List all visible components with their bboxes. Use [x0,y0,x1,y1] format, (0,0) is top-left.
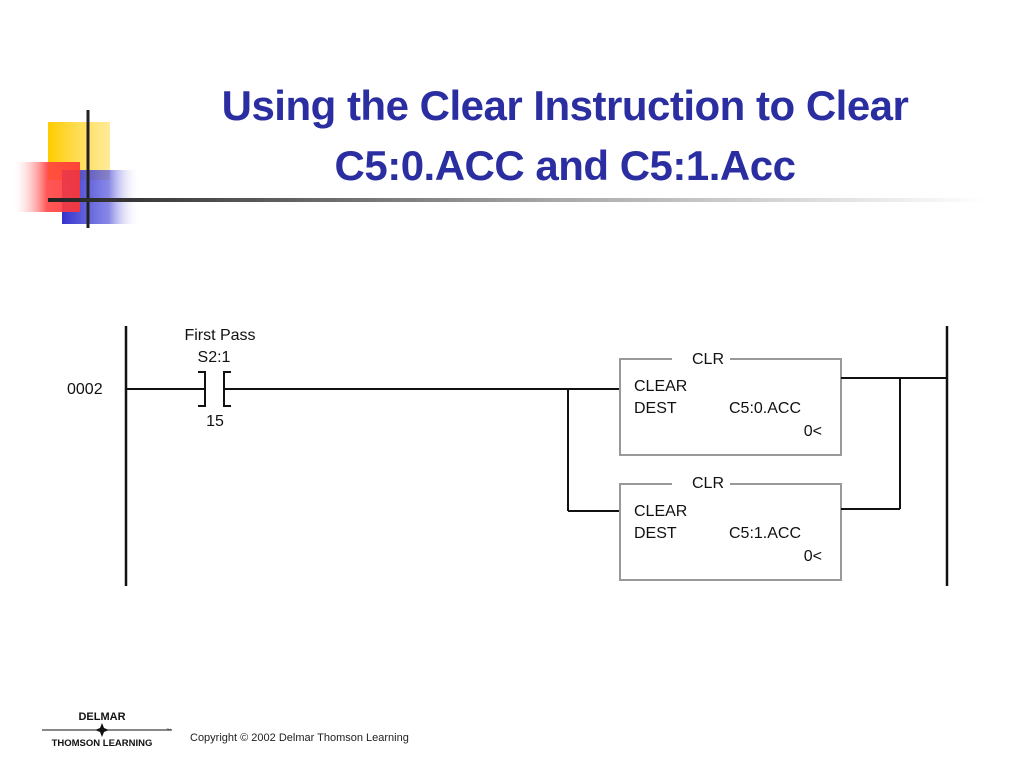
deco-red-square [14,162,80,212]
copyright-text: Copyright © 2002 Delmar Thomson Learning [190,732,409,744]
instruction-name: CLEAR [634,378,687,395]
clr-instruction-1: CLR CLEAR DEST C5:0.ACC 0< [619,348,842,456]
delmar-thomson-logo: DELMAR THOMSON LEARNING ™ [42,711,172,749]
contact-label: First Pass [184,327,255,344]
dest-value: 0< [804,548,822,565]
dest-label: DEST [634,525,677,542]
logo-top-text: DELMAR [78,711,125,723]
contact-bit: 15 [206,413,224,430]
contact-address: S2:1 [198,349,231,366]
logo-bottom-text: THOMSON LEARNING [52,738,153,749]
dest-value: 0< [804,423,822,440]
title-line-1: Using the Clear Instruction to Clear [221,82,909,129]
corner-decoration [14,110,140,228]
slide-title: Using the Clear Instruction to Clear C5:… [150,76,980,196]
logo-tm: ™ [166,728,171,734]
instruction-type: CLR [692,475,724,492]
star-icon [95,723,109,737]
instruction-name: CLEAR [634,503,687,520]
dest-address: C5:0.ACC [729,400,801,417]
rung-number: 0002 [67,381,103,398]
dest-label: DEST [634,400,677,417]
clr-instruction-2: CLR CLEAR DEST C5:1.ACC 0< [619,472,842,581]
dest-address: C5:1.ACC [729,525,801,542]
title-rule [48,198,988,202]
title-line-2: C5:0.ACC and C5:1.Acc [334,142,796,189]
instruction-type: CLR [692,351,724,368]
